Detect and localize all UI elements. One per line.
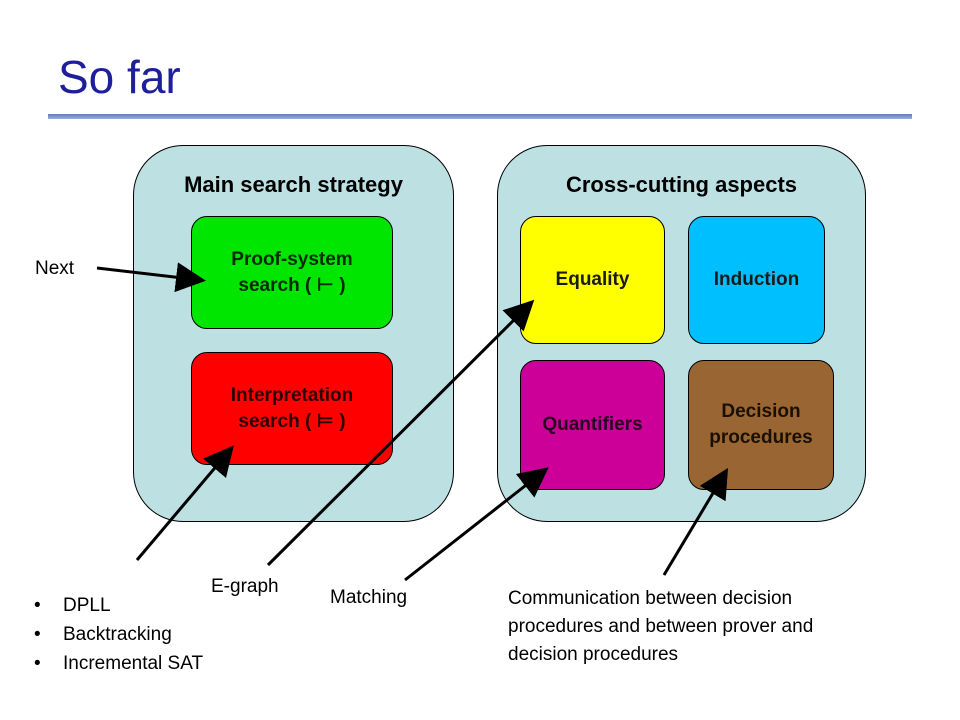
- next-arrow: [96, 262, 206, 293]
- list-item-label: Backtracking: [63, 624, 172, 645]
- bullet-glyph: •: [34, 653, 41, 674]
- matching-label: Matching: [330, 587, 408, 608]
- list-item-label: DPLL: [63, 595, 111, 616]
- slide-title: So far: [58, 51, 181, 103]
- list-item: • Backtracking: [34, 620, 203, 649]
- list-item: • Incremental SAT: [34, 649, 203, 678]
- bullet-glyph: •: [34, 624, 41, 645]
- search-techniques-list: • DPLL • Backtracking • Incremental SAT: [34, 591, 203, 678]
- equality-box: Equality: [520, 216, 665, 344]
- box-label-line1: Decision: [721, 401, 801, 422]
- box-label-line1: Interpretation: [230, 384, 354, 406]
- matching-arrow: [404, 467, 549, 582]
- panel-heading: Cross-cutting aspects: [565, 172, 798, 197]
- box-label: Quantifiers: [542, 414, 643, 435]
- communication-label: Communication between decision procedure…: [508, 588, 814, 665]
- panel-heading: Main search strategy: [184, 172, 403, 197]
- egraph-label: E-graph: [211, 576, 279, 597]
- title-underline: [48, 114, 912, 119]
- box-label-line1: Proof-system: [231, 248, 353, 270]
- box-label-line2: search ( ⊢ ): [238, 274, 346, 296]
- induction-box: Induction: [688, 216, 825, 344]
- dpll-arrow: [135, 445, 234, 561]
- box-label: Equality: [555, 269, 630, 290]
- proof-system-search-box: Proof-system search ( ⊢ ): [191, 216, 393, 329]
- list-item: • DPLL: [34, 591, 203, 620]
- egraph-arrow: [266, 299, 535, 567]
- box-label: Induction: [713, 269, 800, 290]
- box-label-line2: search ( ⊨ ): [238, 410, 346, 432]
- next-label: Next: [35, 258, 75, 279]
- box-label-line2: procedures: [709, 427, 813, 448]
- bullet-glyph: •: [34, 595, 41, 616]
- interpretation-search-box: Interpretation search ( ⊨ ): [191, 352, 393, 465]
- communication-arrow: [662, 467, 729, 576]
- list-item-label: Incremental SAT: [63, 653, 204, 674]
